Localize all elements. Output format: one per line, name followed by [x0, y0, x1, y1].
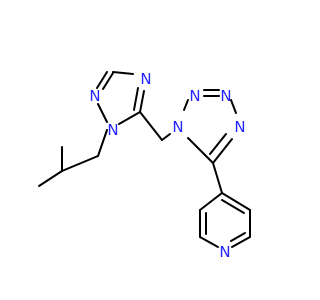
- bond-c5-tn1: [187, 137, 214, 164]
- atom-n-pyridine: N: [219, 243, 230, 261]
- bond-py-c5-c4: [221, 192, 251, 211]
- bond-py-c2-n: [199, 236, 219, 248]
- bond-py-n-c6-double: [230, 232, 246, 242]
- bond-c3-n4: [112, 71, 134, 75]
- bond-n2-c3-double: [96, 71, 108, 89]
- bond-tn1-tn2: [183, 99, 189, 111]
- bond-py-c4-c3: [199, 192, 223, 211]
- bond-tetrazole-pyridine: [212, 162, 223, 194]
- bond-py-n-c6: [231, 236, 251, 248]
- atom-n-tetrazole-2: N: [189, 87, 200, 105]
- atom-n-tetrazole-4: N: [234, 118, 245, 136]
- atom-n-triazole-1: N: [107, 121, 118, 139]
- bond-ch2-n1: [97, 129, 108, 157]
- bond-n1-n2: [97, 103, 108, 123]
- atom-n-tetrazole-1: N: [172, 118, 183, 136]
- bond-tn4-c5-double: [209, 133, 227, 155]
- atom-n-triazole-2: N: [89, 87, 100, 105]
- bond-c5-n1: [118, 111, 141, 125]
- bond-c5-ch2: [139, 111, 163, 141]
- molecule-structure-diagram: N N N N N N N N: [38, 70, 251, 261]
- bond-n4-c5-double: [133, 87, 139, 111]
- bond-tn3-tn4: [230, 99, 237, 114]
- bond-ch-ch2: [61, 155, 99, 172]
- atom-labels: N N N N N N N N: [89, 70, 245, 261]
- atom-n-tetrazole-3: N: [220, 87, 231, 105]
- bond-tn4-c5: [212, 138, 233, 164]
- atom-n-triazole-4: N: [140, 70, 151, 88]
- bond-n4-c5: [139, 90, 145, 113]
- bond-ch2-tetN: [161, 133, 171, 141]
- bond-methyl-left: [38, 170, 63, 187]
- bonds: [38, 71, 251, 248]
- bond-n2-c3: [102, 72, 114, 90]
- bond-py-c5-c4-double: [221, 199, 245, 214]
